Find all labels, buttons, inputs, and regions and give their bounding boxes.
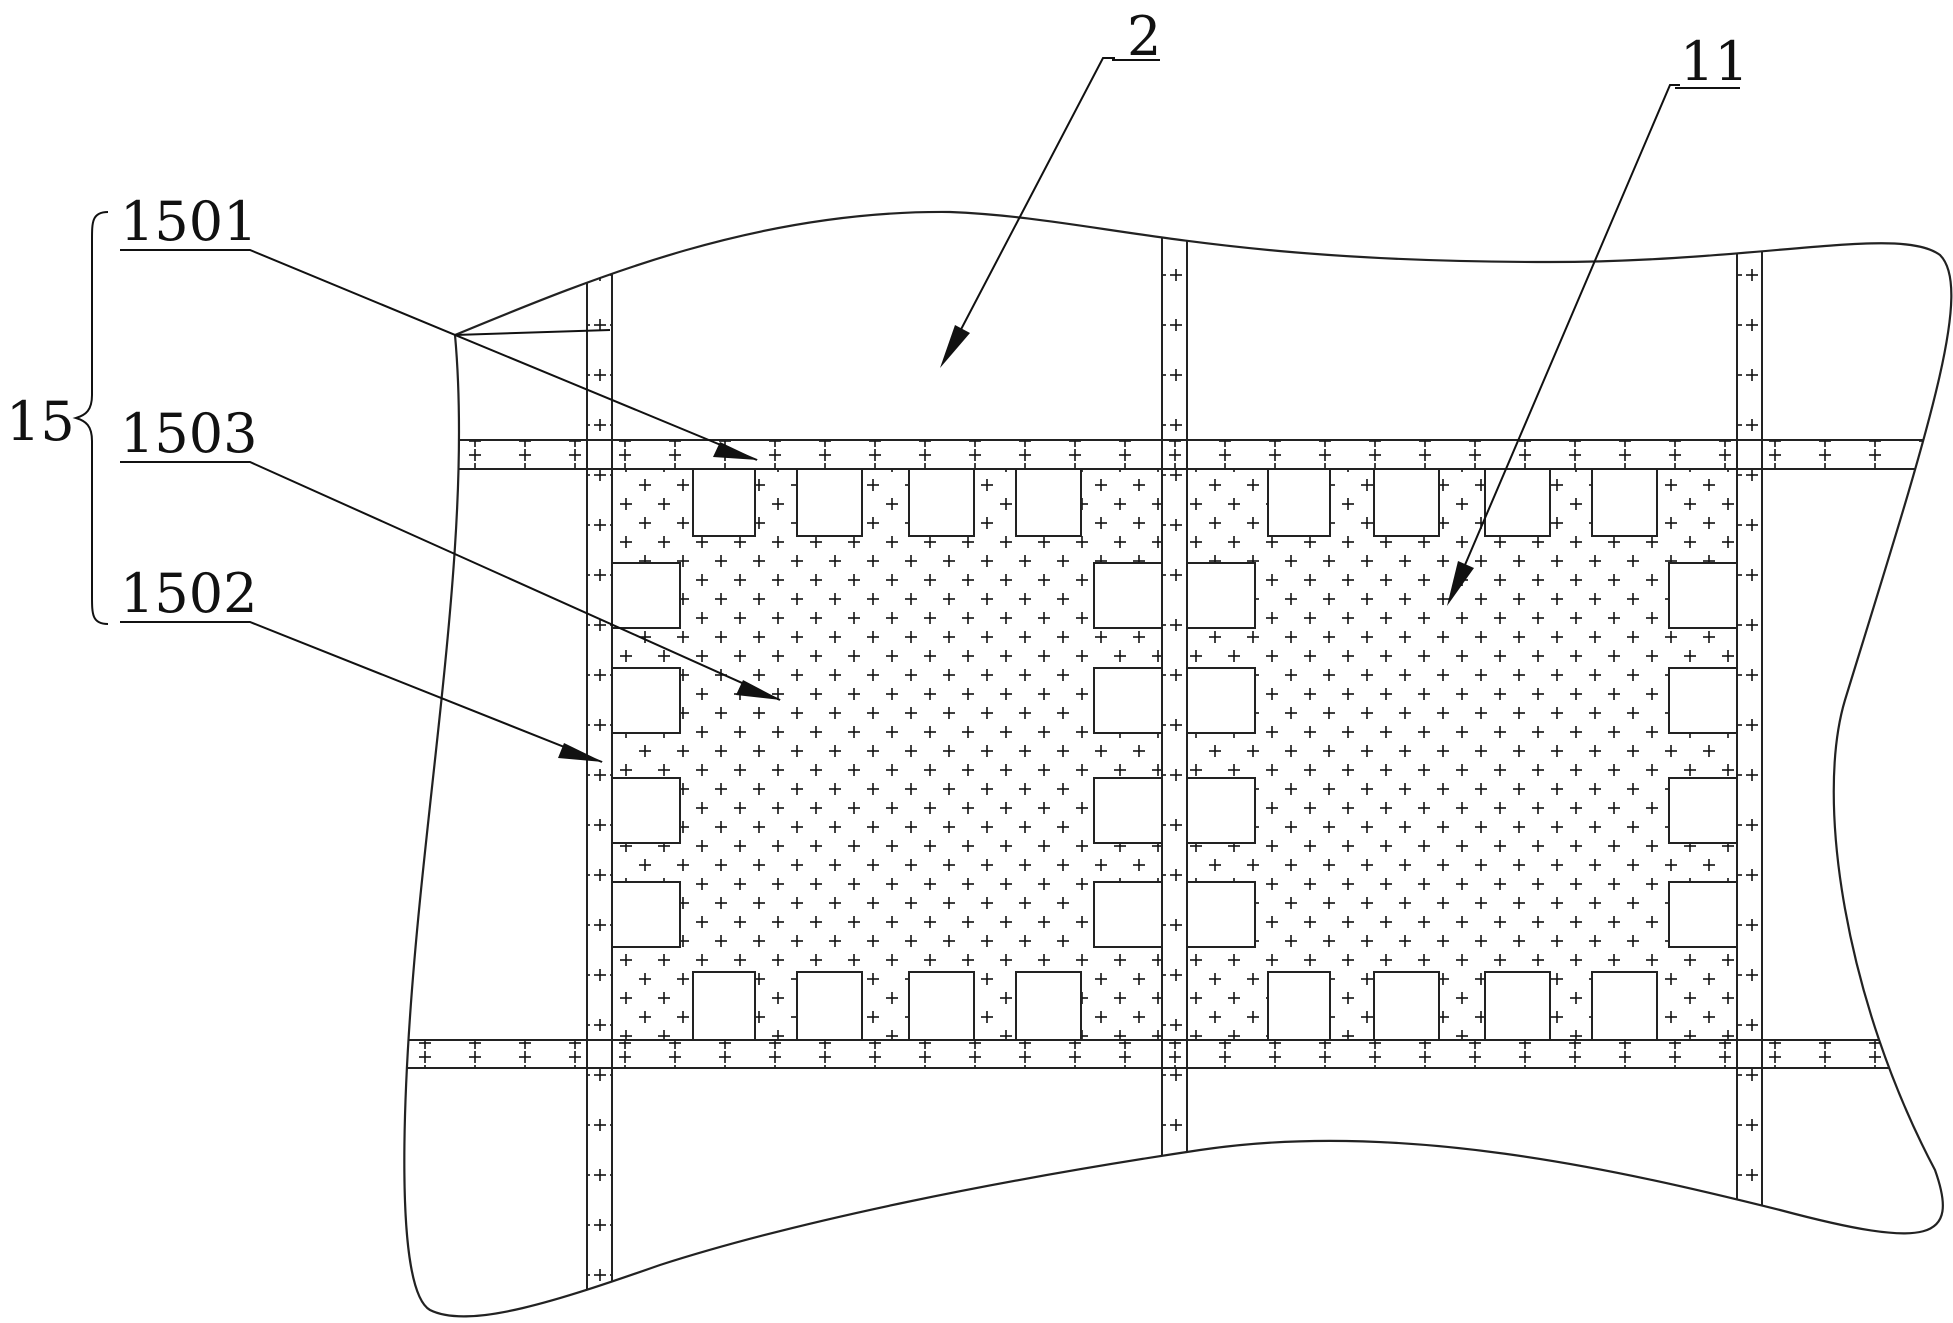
pad <box>1186 881 1256 948</box>
grid-strips <box>404 211 1940 1317</box>
bond-pads-left <box>611 468 1163 1041</box>
arrowhead-11 <box>1447 561 1474 606</box>
label-1502: 1502 <box>120 562 257 625</box>
pad <box>1093 562 1163 629</box>
pad <box>1668 667 1738 734</box>
reference-labels: 2 11 15 1501 1503 1502 <box>6 5 1749 625</box>
arrowhead-1502 <box>558 743 603 762</box>
strip-v-left <box>587 211 612 1317</box>
pad <box>1093 667 1163 734</box>
strip-h-top <box>404 440 1940 469</box>
label-1501: 1501 <box>120 190 257 253</box>
strip-v-middle <box>1162 211 1187 1317</box>
pad <box>1093 777 1163 844</box>
pad <box>692 468 756 537</box>
label-15: 15 <box>6 390 75 453</box>
pad <box>1373 971 1440 1041</box>
arrowhead-1503 <box>736 680 781 700</box>
bond-pads-right <box>1186 468 1738 1041</box>
pad <box>1186 777 1256 844</box>
outer-body <box>403 210 1953 1318</box>
chip-die-left <box>611 468 1163 1041</box>
pad <box>796 468 863 537</box>
label-2: 2 <box>1127 5 1161 68</box>
pad <box>796 971 863 1041</box>
pad <box>611 881 681 948</box>
pad <box>908 971 975 1041</box>
pad <box>692 971 756 1041</box>
chip-die-right <box>1186 468 1738 1041</box>
pad <box>611 562 681 629</box>
arrowhead-1501 <box>713 442 758 460</box>
label-1503: 1503 <box>120 402 257 465</box>
strip-h-bottom <box>404 1040 1940 1068</box>
pad <box>1373 468 1440 537</box>
pad <box>1267 468 1331 537</box>
pad <box>1668 562 1738 629</box>
pad <box>1015 468 1082 537</box>
brace-15 <box>72 211 109 625</box>
arrowhead-2 <box>940 325 970 368</box>
pad <box>1186 667 1256 734</box>
pad <box>1591 971 1658 1041</box>
label-11: 11 <box>1680 30 1749 93</box>
pad <box>1093 881 1163 948</box>
pad <box>1484 971 1551 1041</box>
pad <box>1591 468 1658 537</box>
pad <box>1015 971 1082 1041</box>
pad <box>1668 881 1738 948</box>
strip-v-right <box>1737 211 1762 1317</box>
pad <box>611 777 681 844</box>
pad <box>1267 971 1331 1041</box>
pad <box>908 468 975 537</box>
pad <box>1186 562 1256 629</box>
pad <box>611 667 681 734</box>
pad <box>1668 777 1738 844</box>
pad <box>1484 468 1551 537</box>
